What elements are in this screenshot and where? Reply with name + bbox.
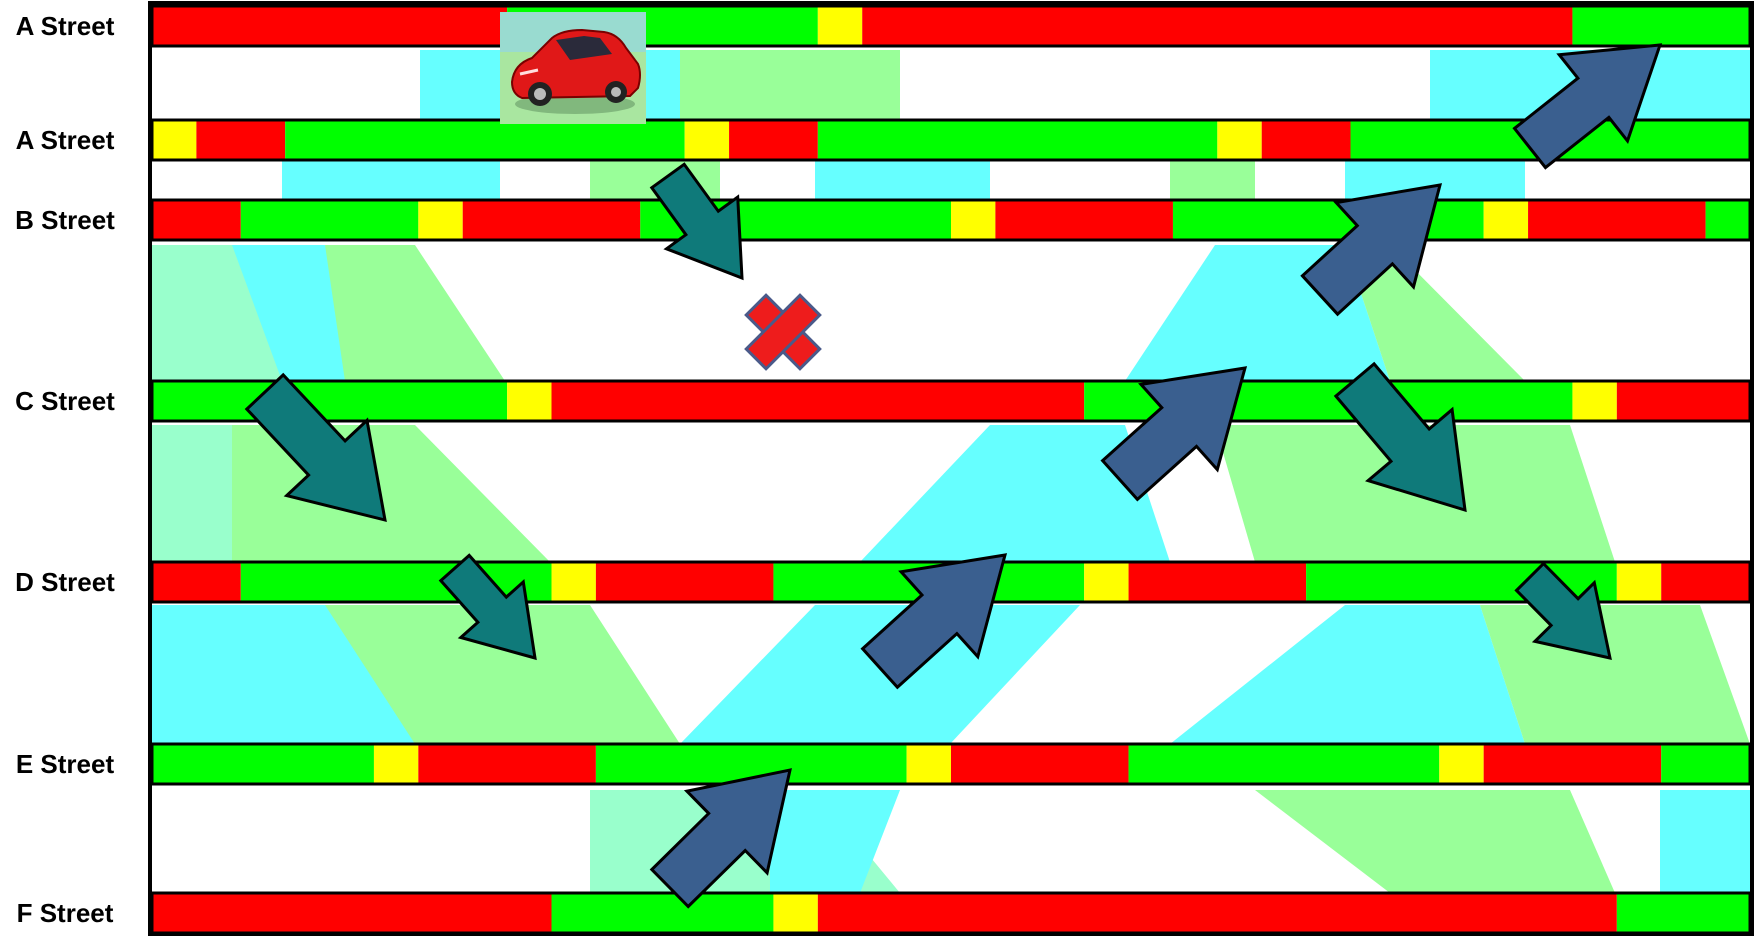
signal-phase xyxy=(1572,6,1750,46)
signal-phase xyxy=(152,381,507,421)
signal-phase xyxy=(152,562,241,602)
car-icon xyxy=(500,12,646,124)
signal-bar xyxy=(152,893,1750,933)
signal-phase xyxy=(773,893,817,933)
signal-phase xyxy=(1528,200,1706,240)
wave-band xyxy=(282,160,500,200)
street-label: A Street xyxy=(0,125,130,155)
signal-phase xyxy=(552,562,596,602)
signal-phase xyxy=(1484,744,1662,784)
signal-phase xyxy=(463,200,641,240)
signal-phase xyxy=(196,120,285,160)
street-label: C Street xyxy=(0,386,130,416)
signal-phase xyxy=(1617,562,1661,602)
signal-phase xyxy=(1217,120,1261,160)
signal-phase xyxy=(1617,381,1750,421)
signal-phase xyxy=(152,6,507,46)
wave-band xyxy=(1255,790,1615,893)
signal-phase xyxy=(1439,744,1483,784)
signal-phase xyxy=(152,744,374,784)
signal-bar xyxy=(152,744,1750,784)
street-label: F Street xyxy=(0,898,130,928)
street-label: A Street xyxy=(0,11,130,41)
signal-bar xyxy=(152,6,1750,46)
wave-band xyxy=(1170,160,1255,200)
signal-phase xyxy=(818,120,1217,160)
wave-band xyxy=(680,50,900,120)
signal-phase xyxy=(1129,744,1440,784)
signal-phase xyxy=(818,893,1617,933)
signal-phase xyxy=(951,744,1129,784)
signal-phase xyxy=(862,6,1572,46)
signal-phase xyxy=(1173,200,1484,240)
red-x-mark-icon xyxy=(746,295,820,369)
street-label: E Street xyxy=(0,749,130,779)
signal-phase xyxy=(818,6,862,46)
signal-phase xyxy=(152,200,241,240)
street-label: B Street xyxy=(0,205,130,235)
signal-phase xyxy=(685,120,729,160)
wave-band xyxy=(1170,605,1525,744)
signal-phase xyxy=(507,381,551,421)
signal-phase xyxy=(995,200,1173,240)
signal-phase xyxy=(1084,562,1128,602)
signal-phase xyxy=(729,120,818,160)
signal-phase xyxy=(241,200,419,240)
signal-phase xyxy=(418,744,596,784)
signal-phase xyxy=(374,744,418,784)
wave-band xyxy=(815,160,990,200)
signal-bar xyxy=(152,200,1750,240)
signal-phase xyxy=(1262,120,1351,160)
signal-phase xyxy=(152,120,196,160)
signal-phase xyxy=(1706,200,1750,240)
signal-phase xyxy=(418,200,462,240)
signal-bar xyxy=(152,120,1750,160)
wave-band xyxy=(1480,605,1750,744)
signal-phase xyxy=(1661,744,1750,784)
signal-phase xyxy=(1484,200,1528,240)
street-label: D Street xyxy=(0,567,130,597)
signal-phase xyxy=(552,381,1085,421)
signal-phase xyxy=(596,562,774,602)
wave-band xyxy=(1660,790,1750,893)
signal-phase xyxy=(907,744,951,784)
signal-phase xyxy=(951,200,995,240)
signal-phase xyxy=(1661,562,1750,602)
signal-phase xyxy=(1617,893,1750,933)
wave-band xyxy=(325,245,505,381)
signal-phase xyxy=(152,893,552,933)
signal-phase xyxy=(1572,381,1616,421)
signal-phase xyxy=(285,120,684,160)
signal-phase xyxy=(552,893,774,933)
wave-band xyxy=(680,605,1080,744)
signal-phase xyxy=(1129,562,1307,602)
signal-bar xyxy=(152,381,1750,421)
